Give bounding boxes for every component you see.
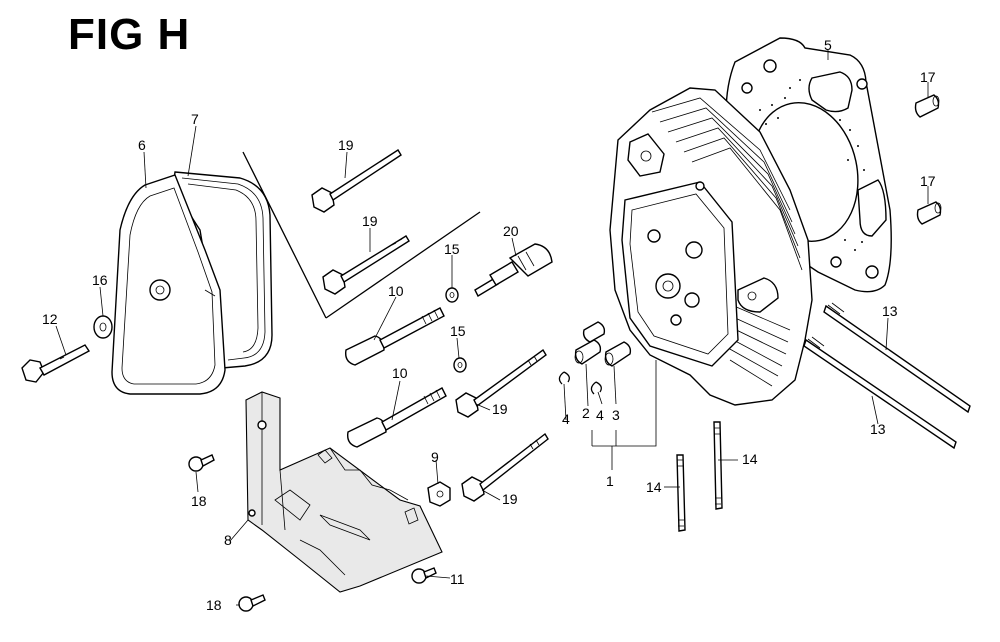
dowel-pin [914,94,940,118]
stud-collar [347,387,447,448]
callout-19: 19 [492,401,508,417]
washer [453,357,467,373]
callout-12: 12 [42,311,58,327]
section-divider [325,211,481,319]
callout-4: 4 [596,407,604,423]
head-cover [111,174,226,395]
clip [590,381,602,395]
callout-13: 13 [882,303,898,319]
spark-plug [474,243,553,297]
callout-9: 9 [431,449,439,465]
valve-guide [582,321,606,343]
callout-3: 3 [612,407,620,423]
callout-19: 19 [362,213,378,229]
flange-bolt-upper [311,149,402,213]
callout-17: 17 [920,173,936,189]
callout-5: 5 [824,37,832,53]
valve-guide [574,339,602,365]
screw [411,567,437,584]
screw [238,594,266,612]
callout-16: 16 [92,272,108,288]
callouts: 1 2 3 4 4 5 6 7 8 9 10 10 11 12 13 13 14… [42,37,936,613]
callout-7: 7 [191,111,199,127]
callout-15: 15 [444,241,460,257]
clip [558,371,570,385]
callout-2: 2 [582,405,590,421]
cylinder-head-assembly [609,87,813,406]
stud [713,421,723,510]
callout-8: 8 [224,532,232,548]
shroud-bracket [245,391,443,593]
callout-1: 1 [606,473,614,489]
flange-bolt-lower [455,348,547,418]
callout-13: 13 [870,421,886,437]
callout-14: 14 [742,451,758,467]
section-divider [242,151,327,319]
wire-clamp [427,481,451,507]
callout-17: 17 [920,69,936,85]
washer [445,287,459,303]
flange-bolt-lower [461,432,549,502]
callout-10: 10 [392,365,408,381]
screw [188,454,215,472]
callout-11: 11 [450,571,465,587]
figure-title: FIG H [68,10,191,59]
flange-bolt-upper [322,235,410,295]
callout-19: 19 [338,137,354,153]
callout-6: 6 [138,137,146,153]
stud-collar [345,307,445,366]
leader-lines [55,50,929,606]
cylinder-head-gasket [725,37,892,293]
callout-18: 18 [191,493,207,509]
callout-20: 20 [503,223,519,239]
callout-4: 4 [562,411,570,427]
callout-14: 14 [646,479,662,495]
long-stud [823,302,971,414]
valve-guide [604,341,632,367]
callout-10: 10 [388,283,404,299]
callout-15: 15 [450,323,466,339]
callout-19: 19 [502,491,518,507]
long-stud [803,336,957,450]
dowel-pin [916,201,942,225]
cover-bolt [21,344,91,383]
stud [676,454,686,532]
callout-18: 18 [206,597,222,613]
cover-washer [93,315,113,339]
